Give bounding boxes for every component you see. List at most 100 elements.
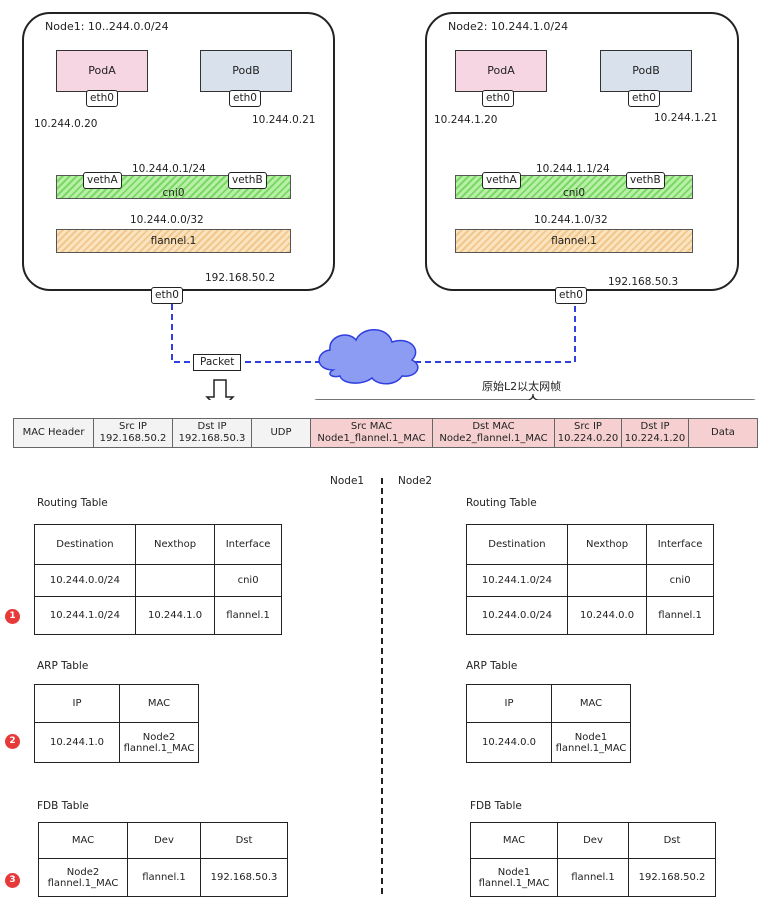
hdr-inner-src-ip-title: Src IP <box>574 421 602 432</box>
hdr-mac-header: MAC Header <box>13 418 93 448</box>
hdr-dst-mac-value: Node2_flannel.1_MAC <box>439 433 548 444</box>
hdr-udp-text: UDP <box>270 427 292 438</box>
node1-vethb: vethB <box>228 172 267 189</box>
col-destination: Destination <box>34 524 136 565</box>
node1-flannel-label: flannel.1 <box>150 235 197 247</box>
node1-podb-ip: 10.244.0.21 <box>252 114 316 126</box>
node1-poda-eth0: eth0 <box>86 90 118 107</box>
badge-3: 3 <box>5 873 20 888</box>
cell: cni0 <box>646 564 714 597</box>
col-mac: MAC <box>470 822 558 859</box>
hdr-data-text: Data <box>711 427 735 438</box>
cell: 10.244.1.0/24 <box>34 596 136 635</box>
col-destination: Destination <box>466 524 568 565</box>
node2-host-ip: 192.168.50.3 <box>608 276 679 288</box>
cell: 10.244.0.0 <box>566 596 648 635</box>
node1-host-eth0: eth0 <box>151 287 183 304</box>
col-dev: Dev <box>127 822 201 859</box>
node2-cni-ip: 10.244.1.1/24 <box>536 163 610 175</box>
cell: 10.244.1.0 <box>34 722 120 763</box>
cell: flannel.1 <box>127 858 201 897</box>
cell: 10.244.1.0/24 <box>466 564 568 597</box>
node1-flannel-ip: 10.244.0.0/32 <box>130 214 204 226</box>
hdr-inner-dst-ip-title: Dst IP <box>640 421 670 432</box>
node1-cni-ip: 10.244.0.1/24 <box>132 163 206 175</box>
node2-poda: PodA <box>455 50 547 92</box>
node1-flannel-device: flannel.1 <box>56 229 291 253</box>
node2-routing-table: Destination Nexthop Interface 10.244.1.0… <box>466 524 714 635</box>
node1-vetha: vethA <box>83 172 122 189</box>
hdr-data: Data <box>688 418 758 448</box>
col-interface: Interface <box>214 524 282 565</box>
cell-line: Node1 <box>497 866 531 878</box>
hdr-inner-dst-ip: Dst IP 10.224.1.20 <box>621 418 688 448</box>
cell: flannel.1 <box>646 596 714 635</box>
cell <box>134 564 216 597</box>
col-mac: MAC <box>38 822 128 859</box>
node1-arp-title: ARP Table <box>37 660 89 672</box>
hdr-src-mac-title: Src MAC <box>350 421 393 432</box>
hdr-dst-mac: Dst MAC Node2_flannel.1_MAC <box>432 418 554 448</box>
col-mac: MAC <box>551 684 631 723</box>
cell-line: Node1 <box>574 731 608 743</box>
node1-fdb-title: FDB Table <box>37 800 89 812</box>
node1-podb: PodB <box>200 50 292 92</box>
col-dev: Dev <box>557 822 629 859</box>
node2-podb-eth0: eth0 <box>628 90 660 107</box>
cell: 192.168.50.2 <box>628 858 716 897</box>
hdr-dst-mac-title: Dst MAC <box>472 421 515 432</box>
node2-fdb-title: FDB Table <box>470 800 522 812</box>
node2-podb-ip: 10.244.1.21 <box>654 112 718 124</box>
badge-2: 2 <box>5 734 20 749</box>
cell: flannel.1 <box>557 858 629 897</box>
col-nexthop: Nexthop <box>134 524 216 565</box>
cell: flannel.1 <box>214 596 282 635</box>
cell: 10.244.0.0 <box>466 722 552 763</box>
node2-podb: PodB <box>600 50 692 92</box>
cell: cni0 <box>214 564 282 597</box>
hdr-dst-ip-value: 192.168.50.3 <box>178 433 246 444</box>
hdr-inner-src-ip: Src IP 10.224.0.20 <box>554 418 621 448</box>
hdr-dst-ip: Dst IP 192.168.50.3 <box>172 418 251 448</box>
center-divider <box>381 478 383 894</box>
node2-routing-title: Routing Table <box>466 497 537 509</box>
cell-line: flannel.1_MAC <box>555 742 627 754</box>
node2-cni0-label: cni0 <box>562 187 586 199</box>
node1-poda: PodA <box>56 50 148 92</box>
hdr-inner-dst-ip-value: 10.224.1.20 <box>624 433 686 444</box>
node2-vetha: vethA <box>482 172 521 189</box>
col-ip: IP <box>34 684 120 723</box>
node2-host-eth0: eth0 <box>555 287 587 304</box>
cell-line: flannel.1_MAC <box>123 742 195 754</box>
divider-node2-label: Node2 <box>398 475 433 487</box>
node1-podb-eth0: eth0 <box>229 90 261 107</box>
node1-routing-title: Routing Table <box>37 497 108 509</box>
hdr-src-mac-value: Node1_flannel.1_MAC <box>317 433 426 444</box>
node2-title: Node2: 10.244.1.0/24 <box>448 20 569 33</box>
node2-poda-ip: 10.244.1.20 <box>434 114 498 126</box>
down-arrow-icon <box>205 379 235 400</box>
cell <box>566 564 648 597</box>
cell: 10.244.1.0 <box>134 596 216 635</box>
l2-frame-label: 原始L2以太网帧 <box>482 380 562 393</box>
node1-poda-ip: 10.244.0.20 <box>34 118 98 130</box>
hdr-src-ip: Src IP 192.168.50.2 <box>93 418 172 448</box>
node2-arp-title: ARP Table <box>466 660 518 672</box>
hdr-src-ip-title: Src IP <box>119 421 147 432</box>
cell-line: Node2 <box>66 866 100 878</box>
hdr-dst-ip-title: Dst IP <box>197 421 227 432</box>
node2-flannel-ip: 10.244.1.0/32 <box>534 214 608 226</box>
divider-node1-label: Node1 <box>330 475 365 487</box>
hdr-mac-header-text: MAC Header <box>22 427 85 438</box>
node2-flannel-label: flannel.1 <box>551 235 597 247</box>
col-ip: IP <box>466 684 552 723</box>
node1-title: Node1: 10..244.0.0/24 <box>45 20 169 33</box>
cell-line: flannel.1_MAC <box>47 877 119 889</box>
hdr-src-ip-value: 192.168.50.2 <box>99 433 167 444</box>
